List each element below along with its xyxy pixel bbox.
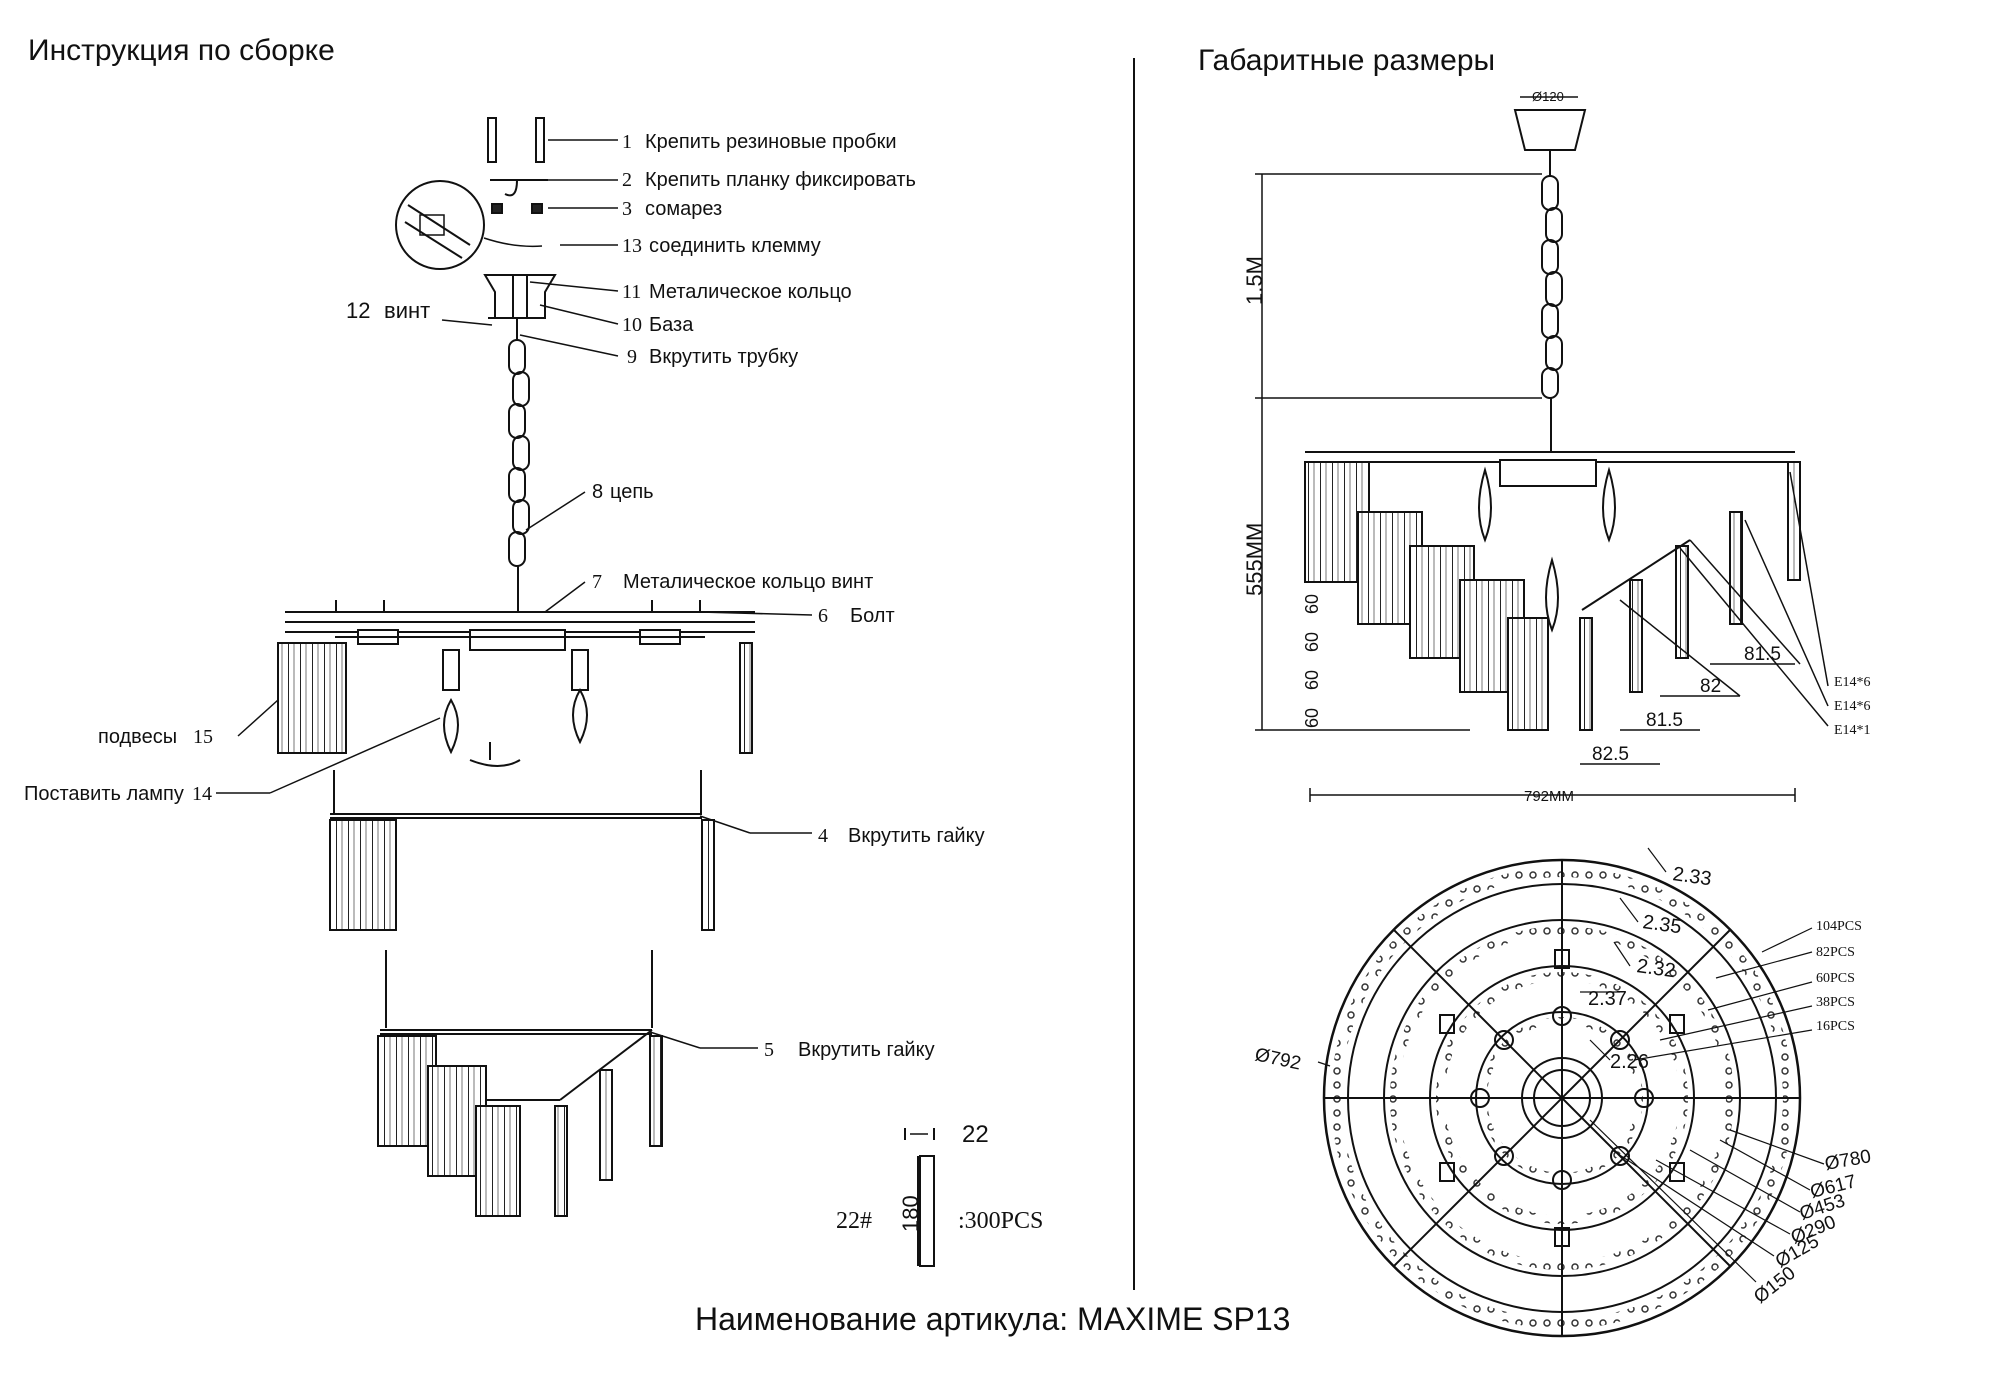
dia-780: Ø780 [1823,1146,1872,1175]
assembly-leaders [216,139,813,1049]
gap-3: 2.32 [1635,955,1677,982]
dia-150: Ø150 [1750,1263,1800,1308]
lamp-3: E14*1 [1834,723,1871,738]
dia-792: Ø792 [1253,1044,1303,1074]
left-title: Инструкция по сборке [28,34,335,67]
step-13-text: соединить клемму [649,235,821,257]
elevation-labels: Ø120 1.5M 555MM 60 60 60 60 792MM 81.5 8… [1242,89,1871,805]
elevation-dimensions [1255,173,1829,802]
step-5-text: Вкрутить гайку [798,1039,935,1061]
step-3-num: 3 [622,198,632,220]
side-elevation [1304,96,1801,731]
step-12-text: винт [384,298,430,323]
step-14-num: 14 [192,783,212,805]
lamp-2: E14*6 [1834,699,1871,714]
step-1-num: 1 [622,131,632,153]
pcs-2: 82PCS [1816,945,1855,960]
gap-5: 2.26 [1610,1051,1649,1073]
step-6-text: Болт [850,605,895,627]
step-2-num: 2 [622,169,632,191]
step-14-text: Поставить лампу [24,783,184,805]
offset-1: 81.5 [1744,644,1781,665]
step-6-num: 6 [818,605,828,627]
chain-len: 1.5M [1242,256,1267,305]
step-7-num: 7 [592,571,602,593]
step-11-num: 11 [622,281,641,303]
step-9-num: 9 [627,346,637,368]
step-15-text: подвесы [98,726,177,748]
step-8-num: 8 [592,481,603,503]
step-15-num: 15 [193,726,213,748]
assembly-labels: 1 Крепить резиновые пробки 2 Крепить пла… [24,131,985,1061]
overall-width: 792MM [1524,788,1574,805]
pcs-1: 104PCS [1816,919,1862,934]
crystal-width: 22 [962,1121,989,1148]
crystal-height: 180 [898,1195,923,1232]
canopy-dia: Ø120 [1532,89,1564,104]
offset-2: 82 [1700,676,1721,697]
step-2-text: Крепить планку фиксировать [645,169,916,191]
tier-step-2: 60 [1302,670,1322,690]
gap-4: 2.37 [1588,988,1627,1010]
step-8-text: цепь [610,481,654,503]
pcs-5: 16PCS [1816,1019,1855,1034]
crystal-code: 22# [836,1208,872,1234]
step-13-num: 13 [622,235,642,257]
step-7-text: Металическое кольцо винт [623,571,873,593]
pcs-4: 38PCS [1816,995,1855,1010]
assembly-diagram [277,117,935,1267]
crystal-qty: :300PCS [958,1208,1043,1234]
right-title: Габаритные размеры [1198,44,1495,77]
gap-2: 2.35 [1641,911,1683,938]
pcs-3: 60PCS [1816,971,1855,986]
step-4-text: Вкрутить гайку [848,825,985,847]
plan-view [1322,858,1802,1338]
plan-leaders [1317,847,1825,1283]
crystal-spec: 22 22# 180 :300PCS [836,1121,1043,1234]
step-9-text: Вкрутить трубку [649,346,798,368]
tier-step-3: 60 [1302,632,1322,652]
offset-4: 82.5 [1592,744,1629,765]
step-10-num: 10 [622,314,642,336]
step-1-text: Крепить резиновые пробки [645,131,896,153]
lamp-1: E14*6 [1834,675,1871,690]
step-11-text: Металическое кольцо [649,281,852,303]
offset-3: 81.5 [1646,710,1683,731]
body-height: 555MM [1242,523,1267,596]
step-10-text: База [649,314,694,336]
tier-step-4: 60 [1302,594,1322,614]
gap-1: 2.33 [1671,863,1713,890]
article-name: Наименование артикула: MAXIME SP13 [695,1301,1290,1337]
step-4-num: 4 [818,825,828,847]
step-5-num: 5 [764,1039,774,1061]
step-3-text: сомарез [645,198,722,220]
tier-step-1: 60 [1302,708,1322,728]
step-12-num: 12 [346,298,370,323]
